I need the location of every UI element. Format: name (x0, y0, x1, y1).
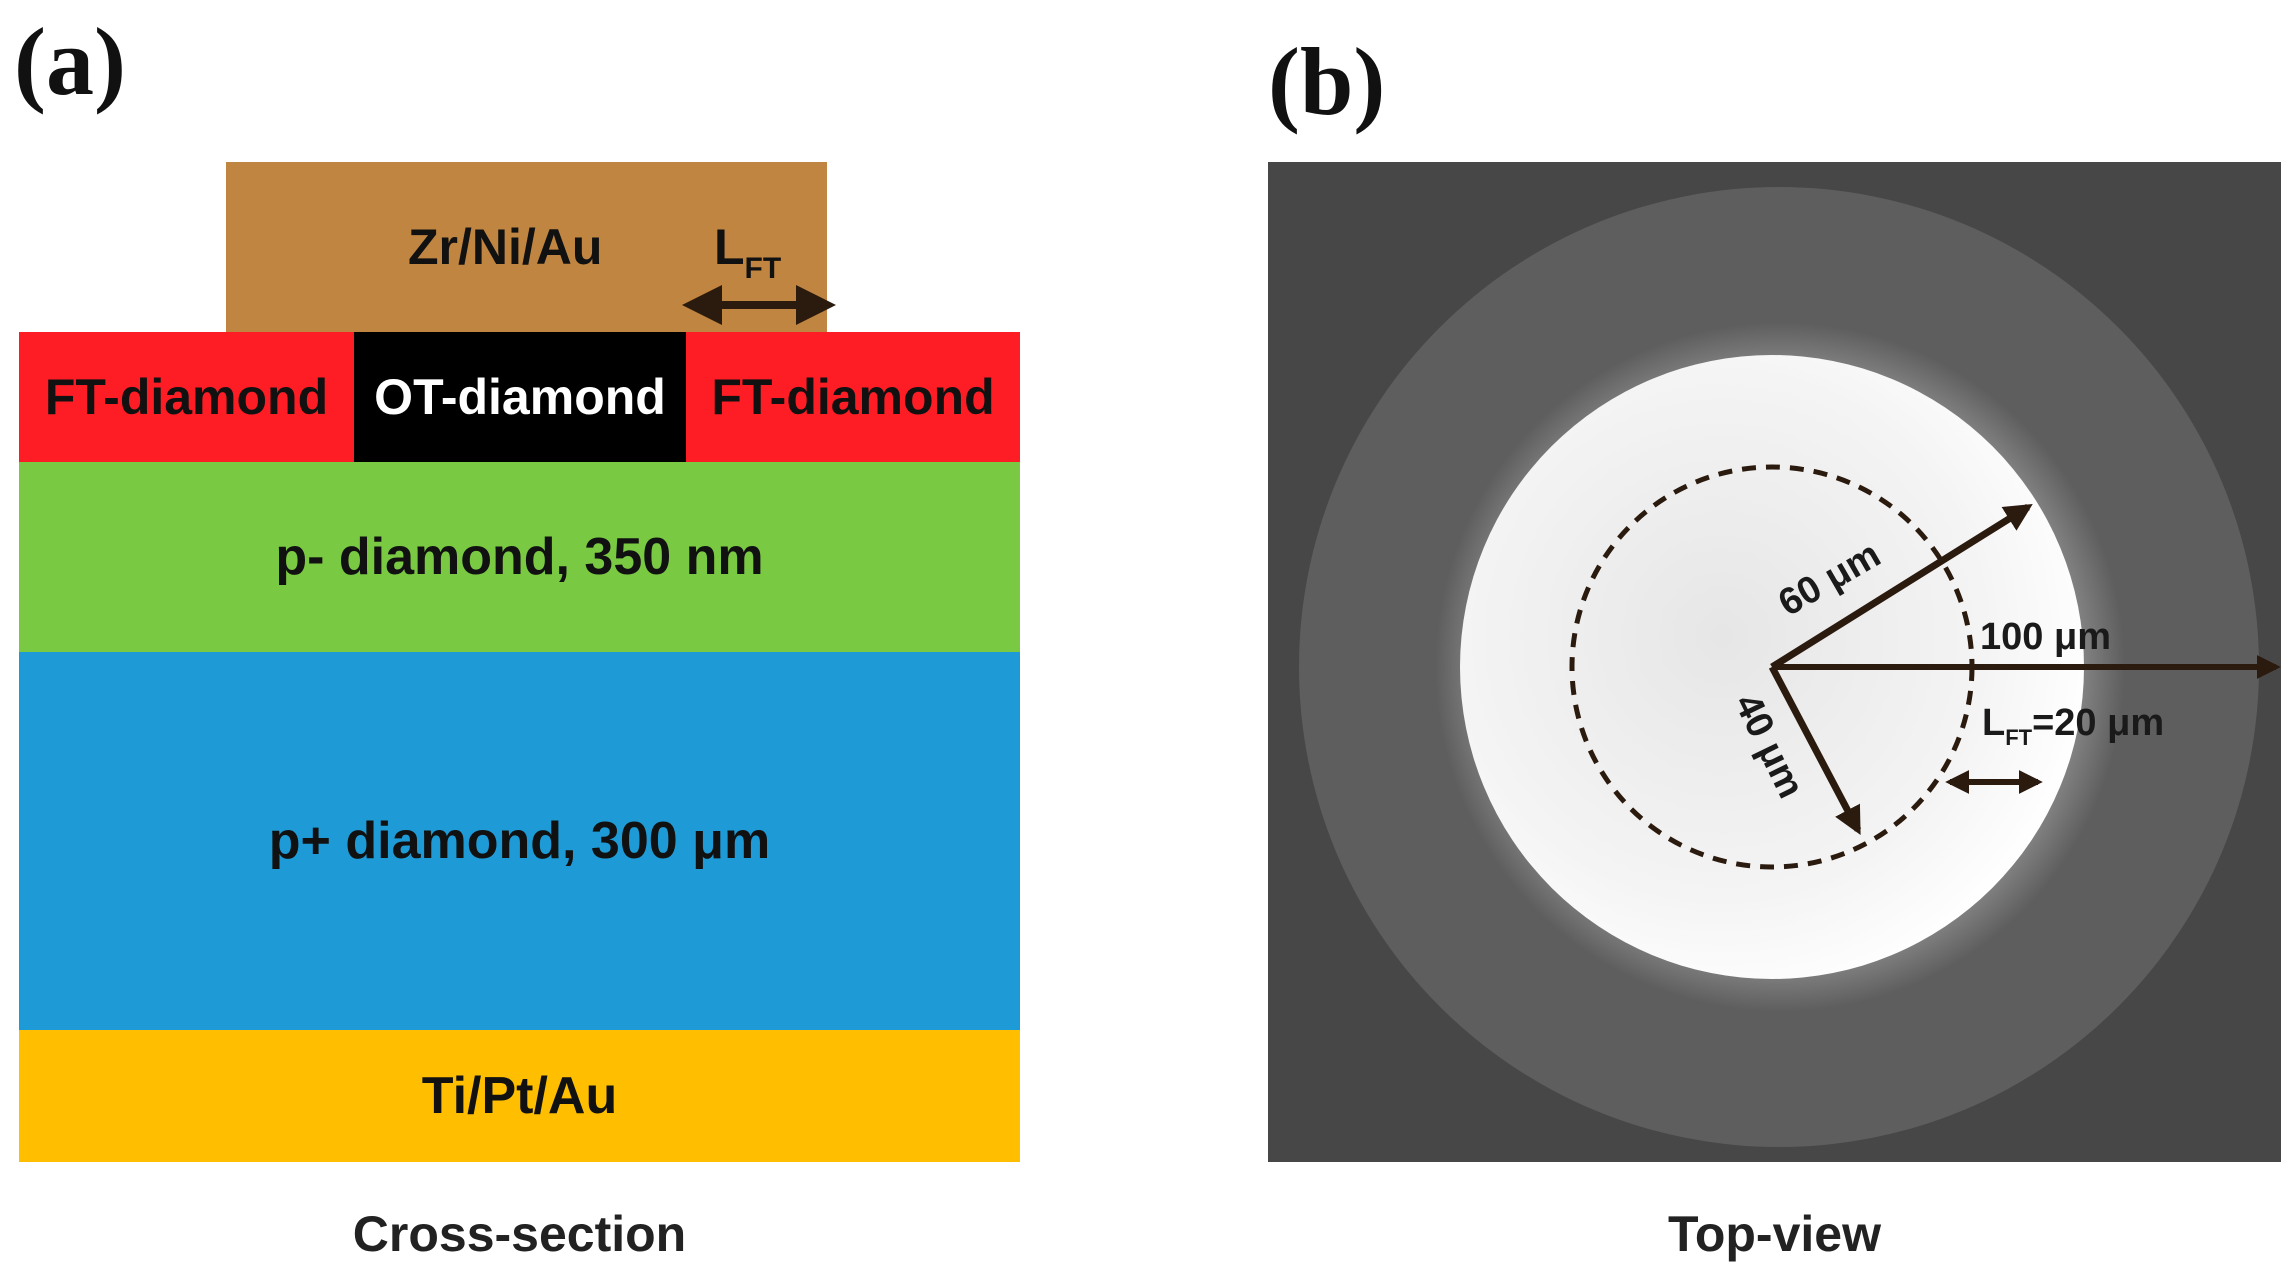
lft-value-label: LFT=20 μm (1982, 702, 2164, 750)
panel-a-label: (a) (14, 8, 126, 115)
ft-diamond-right-layer: FT-diamond (686, 332, 1020, 462)
p-minus-diamond-layer: p- diamond, 350 nm (19, 462, 1020, 652)
back-contact-label: Ti/Pt/Au (421, 1067, 618, 1125)
ot-diamond-label: OT-diamond (374, 369, 666, 425)
p-minus-diamond-label: p- diamond, 350 nm (275, 528, 764, 586)
back-contact-layer: Ti/Pt/Au (19, 1030, 1020, 1162)
radius-100-label: 100 μm (1980, 616, 2111, 658)
lft-label-a: LFT (714, 219, 782, 285)
top-view-micrograph: 60 μm 40 μm 100 μm LFT=20 μm (1268, 162, 2281, 1162)
top-view-caption: Top-view (1668, 1206, 1881, 1262)
top-contact-label: Zr/Ni/Au (408, 219, 603, 275)
top-contact-layer: Zr/Ni/Au (226, 162, 827, 332)
ot-diamond-layer: OT-diamond (354, 332, 686, 462)
ft-diamond-left-layer: FT-diamond (19, 332, 354, 462)
radius-40-arrow (1768, 665, 1862, 835)
cross-section-caption: Cross-section (352, 1206, 687, 1262)
lft-arrow-a (682, 285, 836, 325)
p-plus-diamond-layer: p+ diamond, 300 μm (19, 652, 1020, 1030)
ft-diamond-right-label: FT-diamond (711, 369, 995, 425)
panel-b-label: (b) (1268, 28, 1386, 135)
radius-60-arrow (1770, 504, 2033, 670)
p-plus-diamond-label: p+ diamond, 300 μm (268, 812, 771, 870)
ft-diamond-left-label: FT-diamond (44, 369, 329, 425)
